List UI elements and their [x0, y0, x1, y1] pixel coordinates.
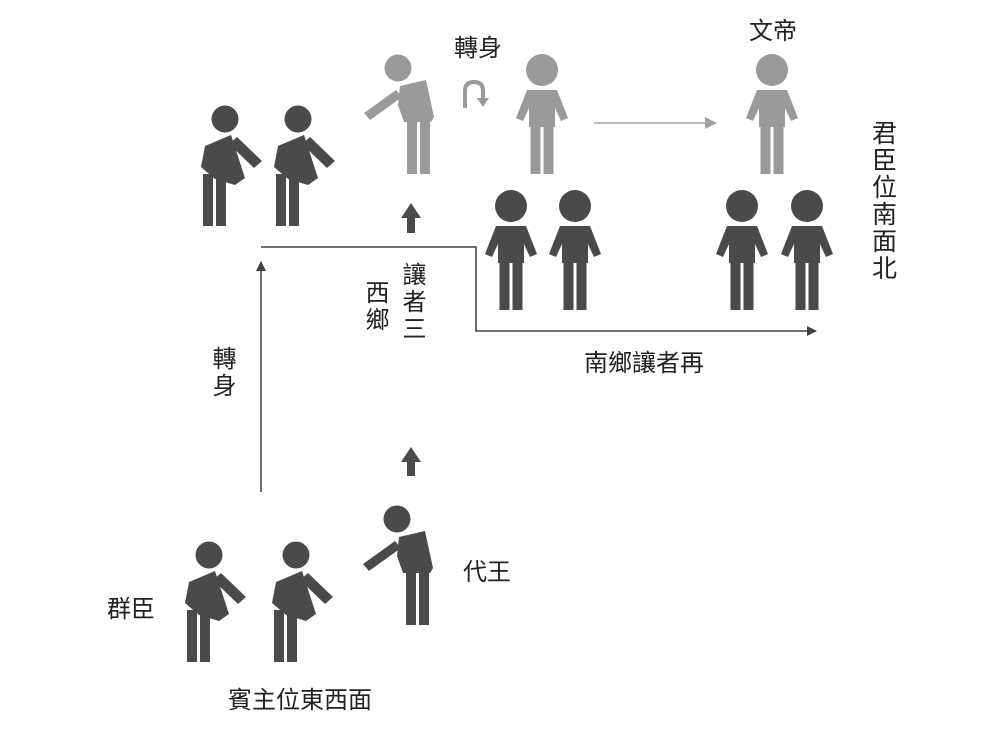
u-turn-icon: [463, 79, 489, 108]
side-turn-label: 轉身: [208, 346, 236, 400]
bowing-minister-figure-upper-1: [201, 105, 262, 226]
standing-minister-figure-4: [781, 190, 833, 310]
standing-minister-figure-2: [549, 190, 601, 310]
king-bowing-figure-upper: [364, 54, 434, 174]
up-arrow-upper: [401, 203, 421, 233]
emperor-figure: [746, 54, 798, 174]
up-arrow-lower: [401, 447, 421, 476]
south-yield-path-arrow: [261, 246, 817, 336]
west-facing-label: 西鄉: [361, 280, 389, 334]
king-bowing-figure-lower: [363, 505, 433, 625]
bowing-minister-figure-lower-1: [185, 541, 246, 662]
yield-three-label: 讓者三: [398, 262, 426, 343]
standing-minister-figure-1: [485, 190, 537, 310]
standing-minister-figure-3: [716, 190, 768, 310]
top-turn-label: 轉身: [454, 34, 502, 62]
emperor-label: 文帝: [749, 17, 797, 45]
guest-host-position-label: 賓主位東西面: [228, 686, 372, 714]
bowing-minister-figure-lower-2: [272, 541, 333, 662]
ruler-position-label: 君臣位南面北: [869, 120, 898, 282]
ministers-label: 群臣: [107, 595, 155, 623]
south-yield-label: 南鄉讓者再: [584, 349, 704, 377]
bowing-minister-figure-upper-2: [274, 105, 335, 226]
king-turned-figure: [516, 54, 568, 174]
king-dai-label: 代王: [463, 558, 511, 586]
